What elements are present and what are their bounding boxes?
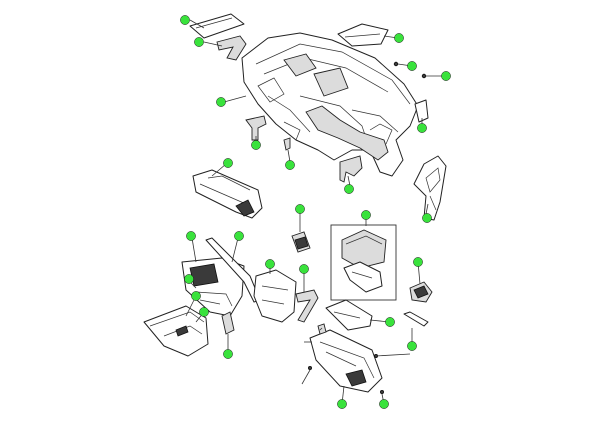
cover-bracket (216, 35, 247, 61)
callout-marker (379, 399, 389, 409)
dashboard-internal-frame (305, 105, 389, 161)
callout-marker (194, 37, 204, 47)
lower-left-section (143, 237, 319, 357)
screw (421, 73, 427, 79)
defroster-cover (337, 23, 389, 47)
dashboard-main-panel (241, 32, 419, 177)
callout-marker (191, 291, 201, 301)
callout-marker (394, 33, 404, 43)
passenger-airbag-module (341, 229, 387, 269)
lower-right-section (307, 299, 429, 394)
callout-markers (180, 15, 451, 409)
callout-marker (344, 184, 354, 194)
glove-box-latch (221, 311, 235, 335)
callout-marker (337, 399, 347, 409)
center-vent-opening (283, 53, 317, 77)
callout-marker (223, 349, 233, 359)
callout-marker (184, 274, 194, 284)
callout-marker (361, 210, 371, 220)
center-bracket (339, 155, 363, 183)
audio-panel-opening (189, 263, 219, 287)
right-trim-strip (403, 311, 429, 327)
callout-marker (417, 123, 427, 133)
callout-marker (407, 61, 417, 71)
callout-marker (441, 71, 451, 81)
callout-marker (251, 140, 261, 150)
callout-marker (223, 158, 233, 168)
a-pillar-trim (413, 155, 447, 221)
callout-marker (385, 317, 395, 327)
right-end-bracket (414, 99, 429, 123)
callout-marker (285, 160, 295, 170)
center-console-opening (313, 67, 349, 97)
top-left-cover-panel (189, 13, 245, 39)
center-lower-panel (253, 269, 297, 323)
dashboard-section (189, 13, 447, 221)
airbag-detail-frame (330, 224, 397, 301)
lower-cover-bracket (325, 299, 373, 331)
callout-marker (299, 264, 309, 274)
screw (379, 389, 384, 394)
clip (317, 323, 327, 335)
callout-marker (186, 231, 196, 241)
callout-marker (413, 257, 423, 267)
callout-marker (265, 259, 275, 269)
airbag-bracket (343, 261, 383, 293)
left-side-bracket (245, 115, 267, 141)
small-pin (283, 137, 291, 151)
screw (307, 365, 312, 370)
callout-marker (234, 231, 244, 241)
middle-section (192, 169, 433, 303)
screw (393, 61, 399, 67)
mounting-bracket (295, 289, 319, 323)
callout-marker (295, 204, 305, 214)
callout-marker (422, 213, 432, 223)
callout-marker (180, 15, 190, 25)
callout-marker (216, 97, 226, 107)
callout-marker (199, 307, 209, 317)
callout-marker (407, 341, 417, 351)
